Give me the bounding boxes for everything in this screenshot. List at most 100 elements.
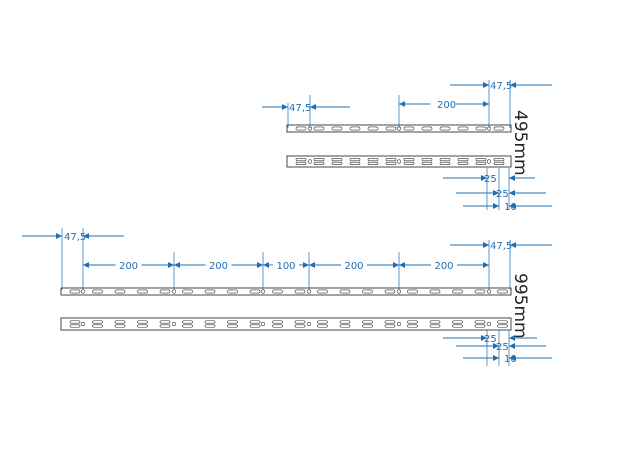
mounting-slot (272, 289, 283, 294)
mounting-slot (439, 161, 451, 165)
screw-hole (80, 321, 86, 327)
rail-outline (60, 287, 512, 296)
lower-depth-25-a: 25 (484, 334, 497, 345)
mounting-slot (114, 289, 126, 294)
mounting-slot (362, 320, 373, 324)
lower-right-offset-label: 47,5 (490, 241, 512, 252)
mounting-slot (204, 324, 216, 328)
mounting-slot (367, 158, 379, 162)
mounting-slot (137, 289, 148, 294)
mounting-slot (339, 320, 351, 324)
mounting-slot (227, 289, 238, 294)
lower-spacing-label: 200 (434, 261, 453, 272)
mounting-slot (295, 161, 307, 165)
rail-outline (286, 155, 512, 168)
mounting-slot (92, 324, 103, 328)
upper-left-offset-label: 47,5 (289, 103, 311, 114)
mounting-slot (407, 320, 418, 324)
mounting-slot (421, 158, 433, 162)
mounting-slot (137, 320, 148, 324)
upper-right-offset-label: 47,5 (490, 81, 512, 92)
mounting-slot (331, 126, 343, 131)
screw-hole (396, 321, 402, 327)
screw-hole (396, 159, 402, 164)
mounting-slot (92, 289, 103, 294)
mounting-slot (474, 289, 486, 294)
mounting-slot (69, 289, 81, 294)
mounting-slot (249, 324, 261, 328)
lower-spacing-label: 200 (344, 261, 363, 272)
mounting-slot (493, 126, 505, 131)
mounting-slot (317, 324, 328, 328)
lower-length-label: 995mm (510, 273, 530, 339)
upper-depth-10: 10 (504, 202, 517, 213)
mounting-slot (439, 126, 451, 131)
mounting-slot (475, 158, 487, 162)
mounting-slot (474, 324, 486, 328)
mounting-slot (272, 320, 283, 324)
upper-length-label: 495mm (510, 110, 530, 176)
mounting-slot (497, 324, 508, 328)
mounting-slot (317, 289, 328, 294)
mounting-slot (294, 289, 306, 294)
rail-outline (60, 317, 512, 331)
upper-depth-25-a: 25 (484, 174, 497, 185)
mounting-slot (407, 289, 418, 294)
mounting-slot (367, 161, 379, 165)
mounting-slot (403, 126, 415, 131)
mounting-slot (114, 320, 126, 324)
mounting-slot (452, 289, 463, 294)
rail (60, 317, 512, 331)
mounting-slot (182, 320, 193, 324)
mounting-slot (475, 126, 487, 131)
screw-hole (171, 321, 177, 327)
mounting-slot (452, 320, 463, 324)
mounting-slot (204, 289, 216, 294)
mounting-slot (204, 320, 216, 324)
mounting-slot (429, 320, 441, 324)
lower-spacing-label: 200 (119, 261, 138, 272)
mounting-slot (339, 324, 351, 328)
mounting-slot (367, 126, 379, 131)
lower-depth-25-b: 25 (496, 342, 509, 353)
mounting-slot (313, 126, 325, 131)
mounting-slot (114, 324, 126, 328)
lower-rails (60, 287, 512, 331)
mounting-slot (182, 289, 193, 294)
rail (60, 287, 512, 296)
mounting-slot (159, 289, 171, 294)
mounting-slot (331, 161, 343, 165)
upper-rail-group: 47,5 200 47,5 495mm 25 25 10 (262, 80, 552, 213)
lower-left-offset-label: 47,5 (64, 232, 86, 243)
screw-hole (486, 159, 492, 164)
mounting-slot (384, 320, 396, 324)
mounting-slot (317, 320, 328, 324)
upper-depth-25-b: 25 (496, 189, 509, 200)
mounting-slot (429, 324, 441, 328)
mounting-slot (439, 158, 451, 162)
mounting-slot (385, 161, 397, 165)
mounting-slot (182, 324, 193, 328)
mounting-slot (474, 320, 486, 324)
mounting-slot (159, 320, 171, 324)
mounting-slot (493, 161, 505, 165)
mounting-slot (313, 158, 325, 162)
mounting-slot (349, 158, 361, 162)
mounting-slot (384, 324, 396, 328)
lower-spacing-label: 100 (276, 261, 295, 272)
mounting-slot (159, 324, 171, 328)
mounting-slot (349, 126, 361, 131)
mounting-slot (493, 158, 505, 162)
mounting-slot (457, 158, 469, 162)
mounting-slot (69, 320, 81, 324)
mounting-slot (137, 324, 148, 328)
mounting-slot (331, 158, 343, 162)
mounting-slot (313, 161, 325, 165)
mounting-slot (385, 158, 397, 162)
screw-hole (486, 321, 492, 327)
mounting-slot (69, 324, 81, 328)
screw-hole (260, 321, 266, 327)
mounting-slot (295, 158, 307, 162)
